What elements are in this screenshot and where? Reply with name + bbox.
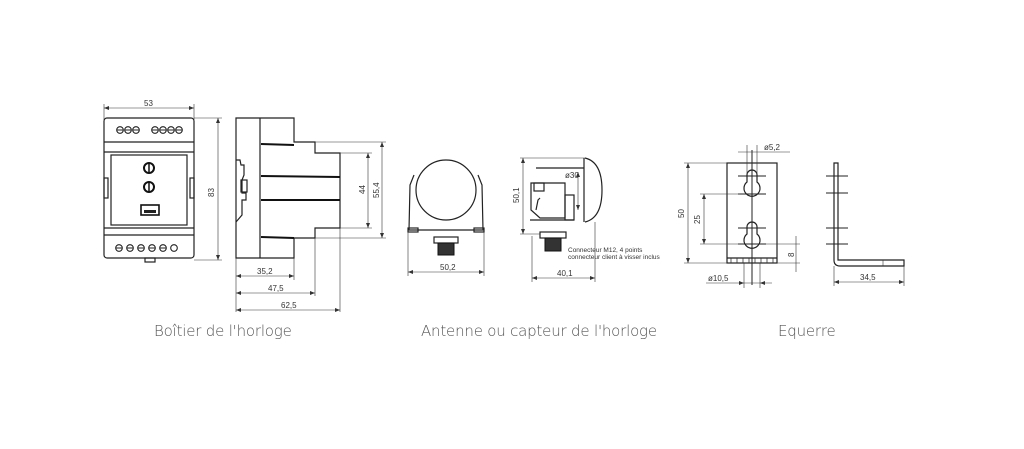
caption-boitier: Boîtier de l'horloge (154, 322, 292, 340)
caption-equerre: Equerre (778, 322, 836, 340)
connector-note-line2: connecteur client à visser inclus (568, 254, 661, 261)
dim-side-inner: 44 (358, 185, 367, 194)
dim-front-width: 53 (144, 99, 153, 108)
antenne-side-view: ø30 50,1 40,1 Connecteur M12, 4 points c… (512, 157, 661, 282)
dim-depth-1: 35,2 (257, 267, 273, 276)
dim-depth-3: 62,5 (281, 301, 297, 310)
dim-equerre-hole-small: ø5,2 (764, 143, 781, 152)
dim-equerre-hole-large: ø10,5 (708, 274, 729, 283)
dim-equerre-spacing: 25 (693, 215, 702, 224)
dim-equerre-height: 50 (677, 209, 686, 218)
dim-equerre-length: 34,5 (860, 273, 876, 282)
dim-front-height: 83 (207, 188, 216, 197)
dim-antenne-depth: 40,1 (557, 269, 573, 278)
dim-antenne-width: 50,2 (440, 263, 456, 272)
connector-note-line1: Connecteur M12, 4 points (568, 247, 643, 254)
boitier-side-view: 44 55,4 35,2 47,5 62,5 (235, 117, 386, 312)
dim-depth-2: 47,5 (268, 284, 284, 293)
equerre-side-view: 34,5 (826, 162, 905, 286)
dim-equerre-offset: 8 (787, 252, 796, 257)
caption-antenne: Antenne ou capteur de l'horloge (421, 322, 657, 340)
antenne-front-view: 50,2 (407, 159, 485, 276)
dim-side-outer: 55,4 (372, 182, 381, 198)
boitier-front-view: 53 (103, 99, 222, 263)
dim-antenne-diameter: ø30 (565, 171, 579, 180)
equerre-front-view: ø5,2 50 25 8 ø10,5 (677, 143, 800, 288)
dim-antenne-height: 50,1 (512, 187, 521, 203)
